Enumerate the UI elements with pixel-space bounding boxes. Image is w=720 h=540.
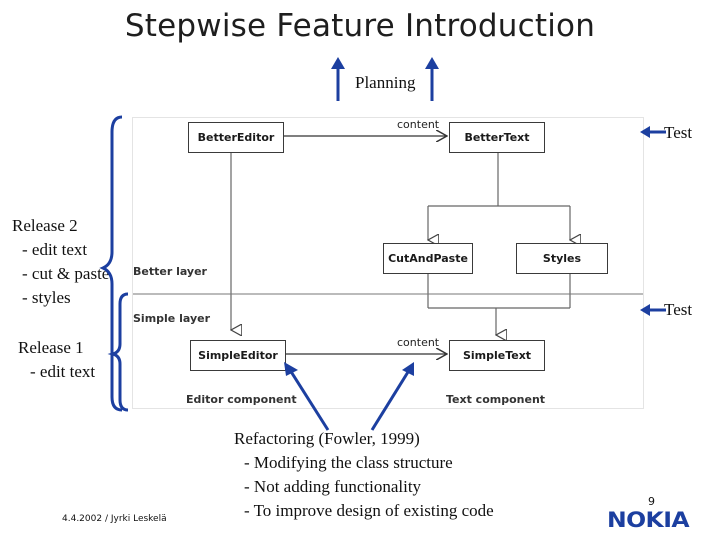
release-braces bbox=[99, 115, 129, 412]
slide-title: Stepwise Feature Introduction bbox=[124, 8, 596, 44]
release-1-title: Release 1 bbox=[18, 338, 84, 357]
class-better-text: BetterText bbox=[449, 122, 545, 153]
class-simple-editor: SimpleEditor bbox=[190, 340, 286, 371]
planning-label: Planning bbox=[355, 73, 416, 92]
layer-label-better: Better layer bbox=[133, 265, 207, 278]
component-label-text: Text component bbox=[446, 393, 546, 406]
layer-label-simple: Simple layer bbox=[133, 312, 210, 325]
refactoring-item-2: - Not adding functionality bbox=[244, 477, 422, 496]
assoc-content-bottom: content bbox=[397, 336, 440, 349]
component-label-editor: Editor component bbox=[186, 393, 297, 406]
class-styles: Styles bbox=[516, 243, 608, 274]
refactoring-item-3: - To improve design of existing code bbox=[244, 501, 494, 520]
refactoring-item-1: - Modifying the class structure bbox=[244, 453, 453, 472]
release-2-item-2: - cut & paste bbox=[22, 264, 110, 283]
release-2-item-1: - edit text bbox=[22, 240, 88, 259]
class-diagram: content content BetterEditor BetterText … bbox=[133, 118, 643, 408]
class-better-editor: BetterEditor bbox=[188, 122, 284, 153]
planning-arrows bbox=[331, 57, 439, 101]
refactoring-arrows bbox=[284, 362, 414, 431]
test-bottom-arrow bbox=[640, 304, 666, 316]
nokia-logo: NOKIA bbox=[607, 508, 690, 532]
page-number: 9 bbox=[648, 495, 655, 508]
release-1-item-1: - edit text bbox=[30, 362, 96, 381]
release-2-item-3: - styles bbox=[22, 288, 71, 307]
refactoring-title: Refactoring (Fowler, 1999) bbox=[234, 429, 420, 448]
diagram-lines bbox=[133, 118, 643, 408]
test-bottom-label: Test bbox=[664, 300, 693, 319]
release-2-title: Release 2 bbox=[12, 216, 78, 235]
test-top-label: Test bbox=[664, 123, 693, 142]
assoc-content-top: content bbox=[397, 118, 440, 131]
class-simple-text: SimpleText bbox=[449, 340, 545, 371]
class-cut-and-paste: CutAndPaste bbox=[383, 243, 473, 274]
test-top-arrow bbox=[640, 126, 666, 138]
footer-date-author: 4.4.2002 / Jyrki Leskelä bbox=[62, 514, 167, 524]
